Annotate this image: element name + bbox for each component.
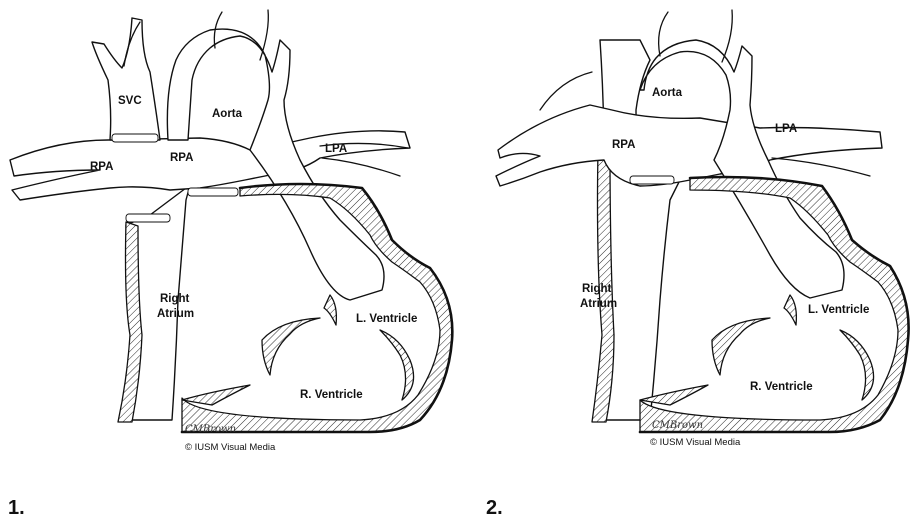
panel-1-rpa-left-label: RPA [90,161,113,173]
panel-2-rpa-label: RPA [612,139,635,151]
panel-2-number: 2. [486,497,503,519]
panel-1-svc-label: SVC [118,95,142,107]
panel-1-lpa-label: LPA [325,143,347,155]
panel-2-lpa-lower-branch [772,158,870,176]
panel-2-rpa-branch [496,105,882,186]
panel-1-l-ventricle-label: L. Ventricle [356,313,417,325]
panel-2-ra-rpa-anastomosis [630,176,674,184]
panel-2-credit: © IUSM Visual Media [650,437,741,448]
panel-2-r-ventricle-label: R. Ventricle [750,381,813,393]
panel-2-papillary-muscle [784,295,796,325]
panel-1-lv-trabeculation [380,330,414,400]
panel-2-lv-trabeculation [840,330,874,400]
panel-1-aorta-label: Aorta [212,108,243,120]
panel-2-aorta-label: Aorta [652,87,683,99]
panel-1-papillary-muscle [324,295,336,325]
panel-1-credit: © IUSM Visual Media [185,442,276,453]
panel-2-atrium-label: Atrium [580,298,617,310]
panel-2-lpa-label: LPA [775,123,797,135]
panel-1-number: 1. [8,497,25,519]
panel-1-lpa-lower-branch [322,158,400,176]
panel-1-r-ventricle-label: R. Ventricle [300,389,363,401]
panel-2-septal-band [712,318,770,375]
panel-2-l-ventricle-label: L. Ventricle [808,304,869,316]
panel-1-svc [92,18,160,140]
panel-1-ventricular-septum [182,385,250,405]
panel-1-rpa-center-label: RPA [170,152,193,164]
panel-2-artist-signature: CMBrown [652,420,703,431]
panel-1-artist-signature: CMBrown [185,424,236,435]
panel-1-diagram: SVC Aorta RPA RPA LPA Right Atrium L. Ve… [8,10,452,519]
panel-1-septal-band [262,318,320,375]
panel-2-diagram: Aorta RPA LPA Right Atrium L. Ventricle … [486,10,909,519]
panel-2-rpa-upper-branch [540,72,592,110]
panel-1-svc-rpa-anastomosis [112,134,158,142]
panel-1-atrium-label: Atrium [157,308,194,320]
panel-1-right-label: Right [160,293,190,305]
panel-2-right-label: Right [582,283,612,295]
